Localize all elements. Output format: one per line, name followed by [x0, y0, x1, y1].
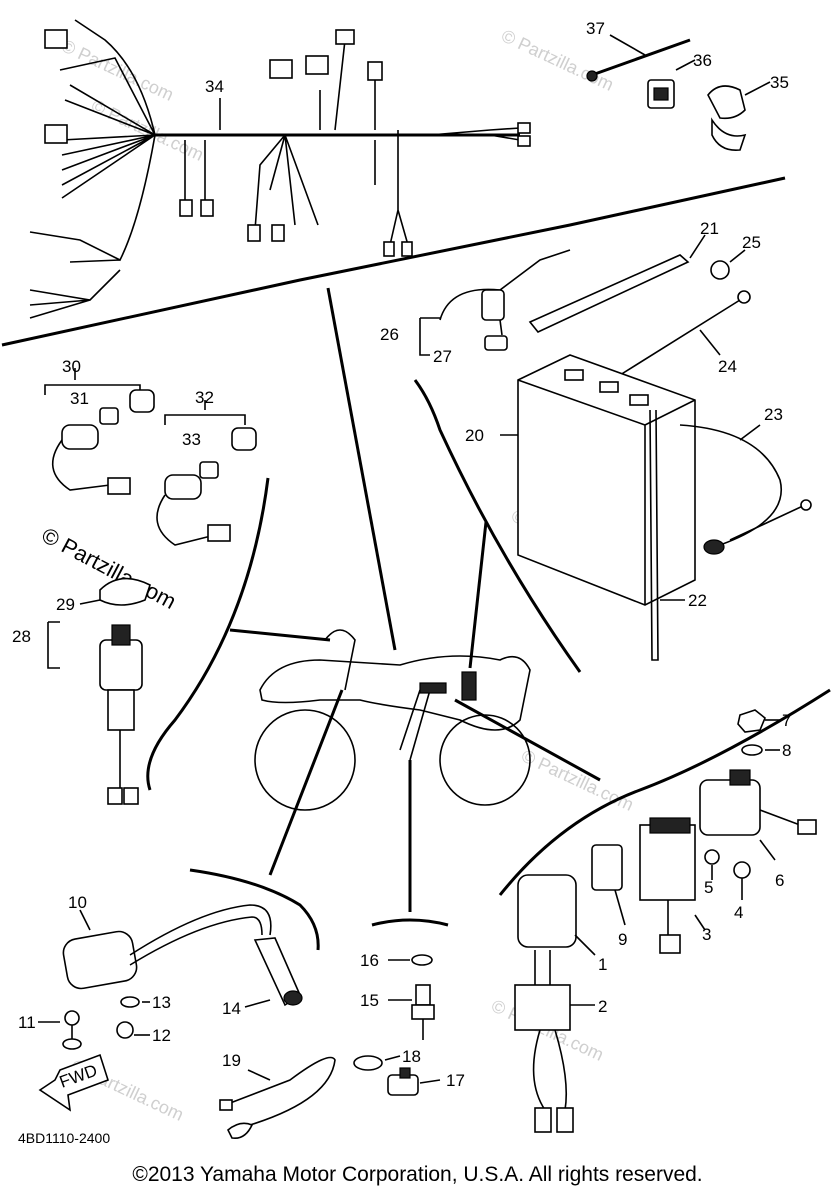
part-labels: 37 36 35 34 21 25 26 27 24 23 20 22 30 3… [12, 19, 791, 1146]
label-1: 1 [598, 955, 607, 974]
leader-lines [229, 287, 601, 912]
label-4: 4 [734, 903, 743, 922]
label-3: 3 [702, 925, 711, 944]
label-11: 11 [18, 1013, 36, 1032]
connector-icon [44, 29, 68, 49]
connector-icon [367, 61, 383, 81]
ignition-coil-10 [62, 904, 272, 990]
connector-icon [271, 224, 285, 242]
label-33: 33 [182, 430, 201, 449]
battery-band-22 [649, 409, 685, 661]
region-borders [1, 176, 831, 951]
main-switch-28 [47, 621, 143, 805]
label-21: 21 [700, 219, 719, 238]
wire-harness-34 [29, 19, 531, 319]
clip-35 [707, 81, 771, 152]
spark-plug-15 [388, 984, 435, 1040]
plug-cap-30 [44, 368, 155, 495]
cdi-unit-1 [517, 874, 596, 956]
label-24: 24 [718, 357, 737, 376]
connector-icon [305, 55, 329, 75]
fuse-holder-26 [419, 249, 571, 356]
plug-cap-32 [156, 400, 257, 546]
washer-16 [388, 954, 433, 966]
bolt-25 [710, 249, 746, 280]
fuse-27 [484, 335, 508, 351]
label-35: 35 [770, 73, 789, 92]
washer-8 [741, 744, 780, 756]
label-9: 9 [618, 930, 627, 949]
plug-cap-14 [244, 937, 303, 1008]
connector-icon [383, 241, 395, 257]
label-28: 28 [12, 627, 31, 646]
label-14: 14 [222, 999, 241, 1018]
cable-24 [619, 290, 751, 376]
label-22: 22 [688, 591, 707, 610]
cdi-bracket-2 [514, 950, 595, 1133]
label-18: 18 [402, 1047, 421, 1066]
nut-7 [737, 709, 780, 733]
watermark: © Partzilla.com [58, 35, 176, 104]
flasher-9 [591, 844, 626, 926]
label-27: 27 [433, 347, 452, 366]
bolt-4 [733, 861, 751, 900]
label-20: 20 [465, 426, 484, 445]
rectifier-3 [639, 817, 706, 954]
connector-icon [517, 122, 531, 134]
washer-18 [353, 1055, 401, 1071]
label-5: 5 [704, 878, 713, 897]
connector-icon [179, 199, 193, 217]
connector-icon [335, 29, 355, 45]
connector-icon [517, 135, 531, 147]
diagram-code: 4BD1110-2400 [18, 1130, 110, 1146]
label-7: 7 [782, 711, 791, 730]
label-29: 29 [56, 595, 75, 614]
label-25: 25 [742, 233, 761, 252]
connector-icon [44, 124, 68, 144]
washer-13 [120, 996, 150, 1008]
atv-outline [254, 629, 531, 811]
fwd-arrow-icon: FWD [38, 1053, 109, 1112]
cable-19 [219, 1056, 336, 1140]
label-26: 26 [380, 325, 399, 344]
label-10: 10 [68, 893, 87, 912]
washer-5 [704, 849, 720, 880]
copyright-notice: ©2013 Yamaha Motor Corporation, U.S.A. A… [132, 1163, 703, 1186]
cap-29 [79, 577, 151, 606]
clamp-36 [647, 59, 696, 109]
bolt-12 [116, 1021, 150, 1039]
label-31: 31 [70, 389, 89, 408]
strap-21 [528, 234, 706, 333]
label-13: 13 [152, 993, 171, 1012]
label-6: 6 [775, 871, 784, 890]
label-2: 2 [598, 997, 607, 1016]
label-23: 23 [764, 405, 783, 424]
breather-pipe-23 [679, 424, 812, 555]
label-17: 17 [446, 1071, 465, 1090]
switch-17 [387, 1067, 441, 1096]
battery-20 [500, 354, 696, 606]
watermark: © Partzilla.com [518, 745, 636, 814]
starter-relay-6 [699, 769, 817, 861]
label-30: 30 [62, 357, 81, 376]
label-15: 15 [360, 991, 379, 1010]
label-37: 37 [586, 19, 605, 38]
label-19: 19 [222, 1051, 241, 1070]
connector-icon [200, 199, 214, 217]
label-32: 32 [195, 388, 214, 407]
connector-icon [269, 59, 293, 79]
connector-icon [247, 224, 261, 242]
bolt-11 [38, 1010, 82, 1050]
label-12: 12 [152, 1026, 171, 1045]
label-8: 8 [782, 741, 791, 760]
label-34: 34 [205, 77, 224, 96]
label-36: 36 [693, 51, 712, 70]
band-37 [586, 34, 691, 82]
label-16: 16 [360, 951, 379, 970]
connector-icon [401, 241, 413, 257]
